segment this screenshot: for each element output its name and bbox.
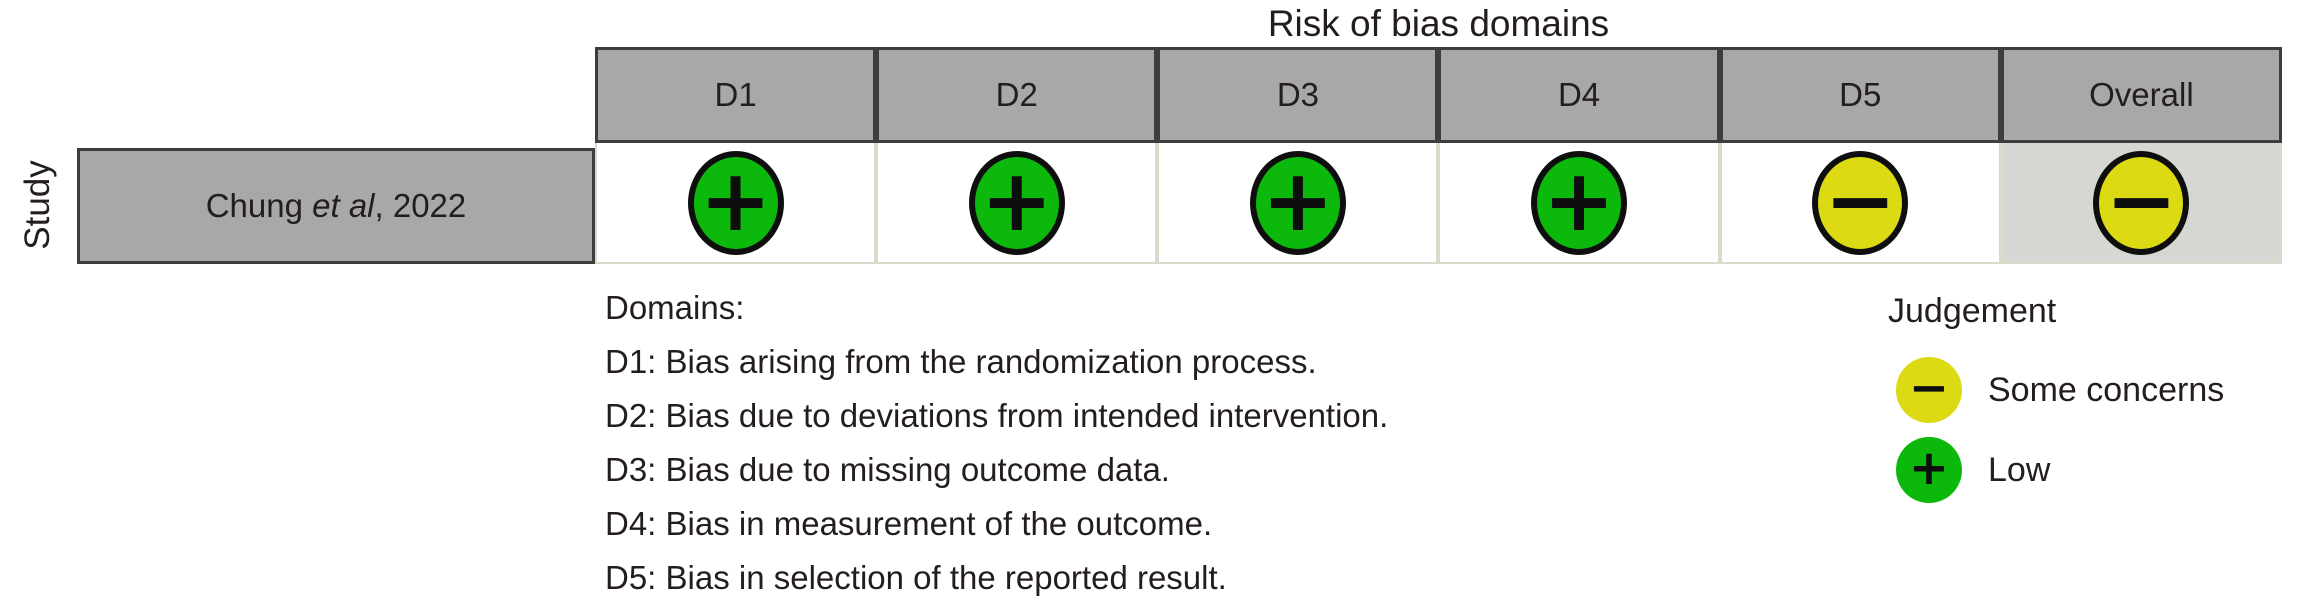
minus-icon: −	[1908, 360, 1950, 416]
judgement-legend-heading: Judgement	[1888, 292, 2057, 330]
study-axis-label: Study	[18, 160, 57, 250]
cell-overall: −	[2000, 143, 2282, 264]
judgement-legend: Judgement − Some concerns + Low	[1888, 292, 2224, 503]
domains-legend: Domains: D1: Bias arising from the rando…	[605, 281, 1388, 605]
study-name: Chung et al, 2022	[205, 187, 467, 224]
minus-icon: −	[2105, 150, 2178, 251]
domains-legend-item-d4: D4: Bias in measurement of the outcome.	[605, 505, 1213, 542]
domains-legend-item-d5: D5: Bias in selection of the reported re…	[605, 559, 1227, 596]
cell-d4: +	[1438, 143, 1720, 264]
legend-item-low: + Low	[1896, 437, 2224, 503]
judgement-circle-d1: +	[687, 150, 784, 255]
plus-icon: +	[1261, 150, 1334, 251]
cell-d2: +	[876, 143, 1158, 264]
column-header-d4: D4	[1438, 47, 1720, 143]
legend-label-some-concerns: Some concerns	[1988, 370, 2225, 409]
judgement-circle-d3: +	[1249, 150, 1346, 255]
column-header-d1: D1	[595, 47, 877, 143]
judgement-circle-overall: −	[2093, 150, 2190, 255]
cell-d3: +	[1157, 143, 1439, 264]
plus-icon: +	[1543, 150, 1616, 251]
legend-item-some-concerns: − Some concerns	[1896, 357, 2224, 423]
domains-legend-item-d2: D2: Bias due to deviations from intended…	[605, 397, 1389, 434]
study-name-cell: Chung et al, 2022	[77, 148, 595, 264]
figure-title: Risk of bias domains	[1267, 3, 1610, 44]
plus-icon: +	[699, 150, 772, 251]
legend-label-low: Low	[1988, 450, 2051, 489]
judgement-circle-d5: −	[1812, 150, 1909, 255]
plus-icon: +	[980, 150, 1053, 251]
minus-icon: −	[1824, 150, 1897, 251]
domains-legend-item-d3: D3: Bias due to missing outcome data.	[605, 451, 1170, 488]
judgement-row: + + + + − −	[595, 143, 2282, 264]
judgement-circle-d4: +	[1531, 150, 1628, 255]
judgement-circle-d2: +	[968, 150, 1065, 255]
cell-d1: +	[595, 143, 877, 264]
legend-circle-low: +	[1896, 437, 1962, 503]
cell-d5: −	[1719, 143, 2001, 264]
legend-circle-some-concerns: −	[1896, 357, 1962, 423]
plus-icon: +	[1908, 440, 1950, 496]
domains-legend-item-d1: D1: Bias arising from the randomization …	[605, 343, 1317, 380]
row-group-axis-label: Study	[6, 146, 70, 264]
column-header-d3: D3	[1157, 47, 1439, 143]
column-header-d5: D5	[1719, 47, 2001, 143]
column-header-d2: D2	[876, 47, 1158, 143]
domain-header-row: D1 D2 D3 D4 D5 Overall	[595, 47, 2282, 143]
column-header-overall: Overall	[2000, 47, 2282, 143]
domains-legend-heading: Domains:	[605, 289, 745, 326]
